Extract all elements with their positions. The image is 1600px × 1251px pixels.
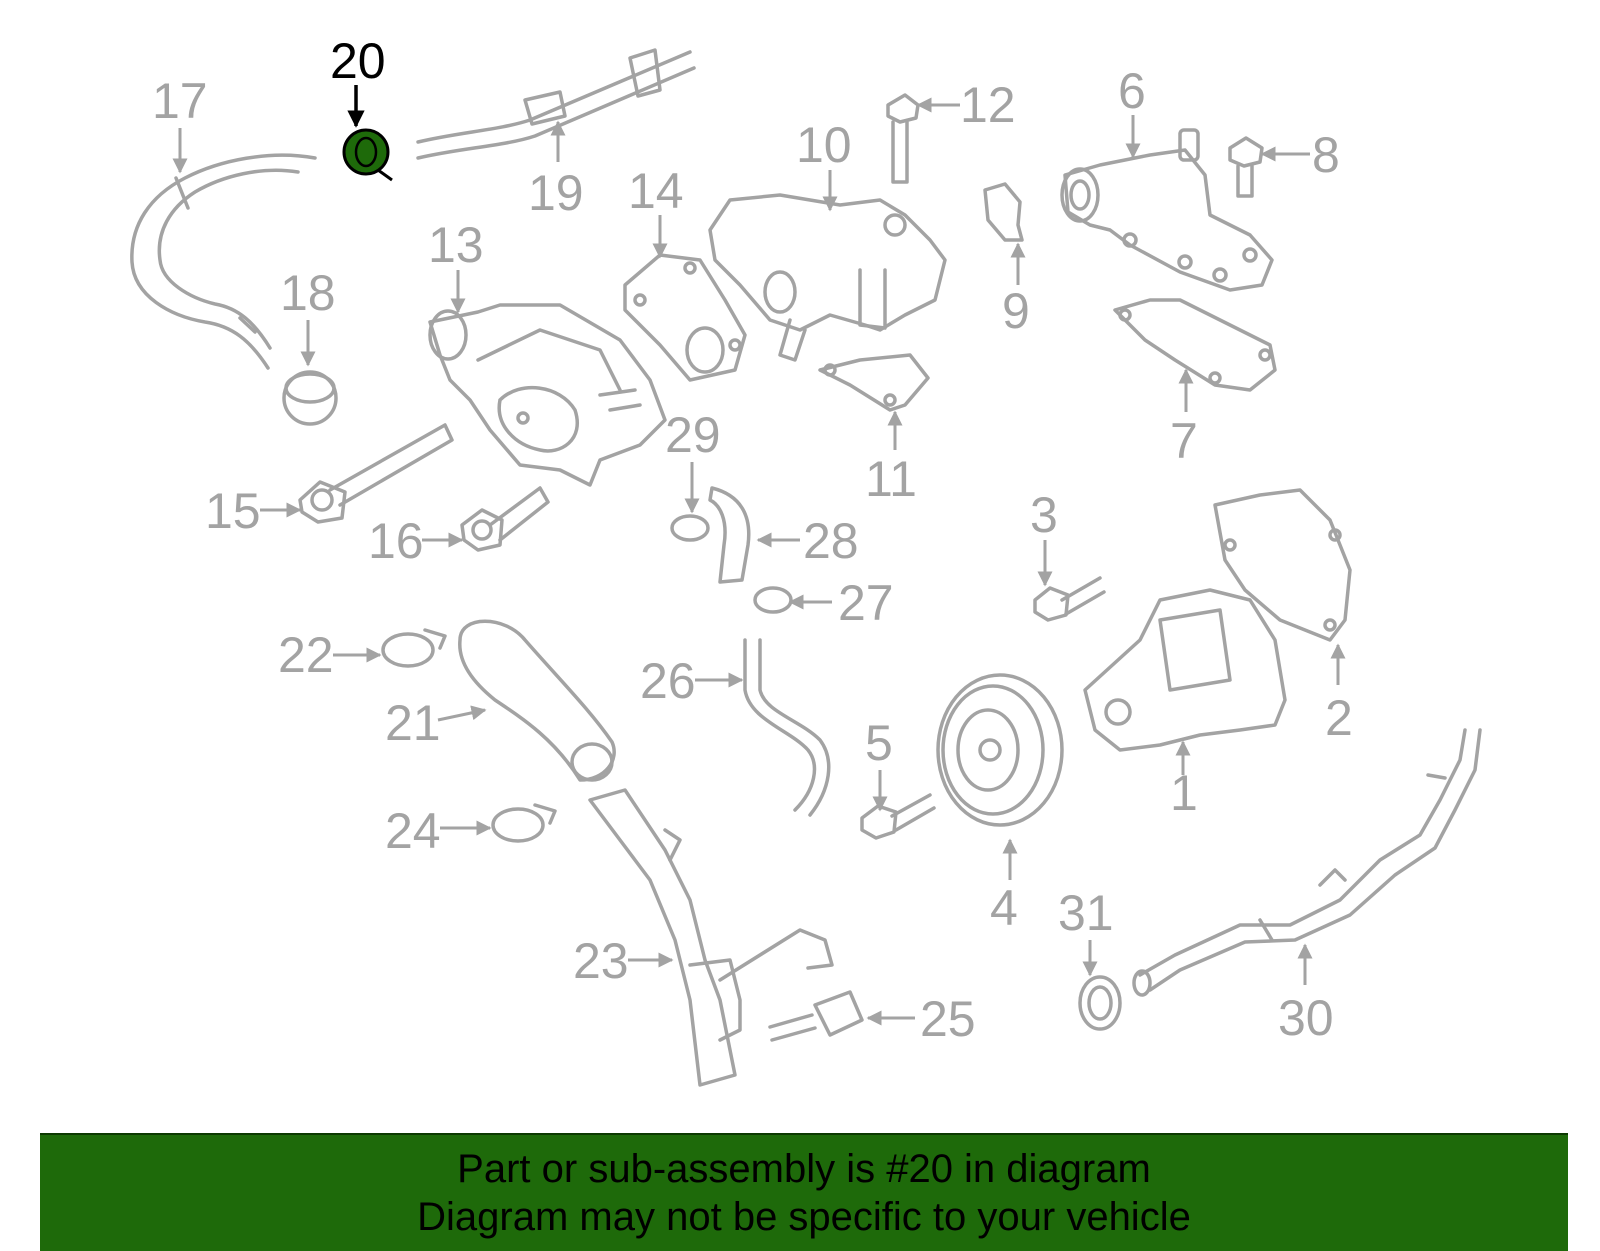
label-20: 20 (330, 33, 386, 89)
label-7: 7 (1170, 413, 1198, 469)
label-21: 21 (385, 695, 441, 751)
part-5-bolt[interactable] (860, 793, 936, 840)
part-26-hose[interactable] (743, 638, 831, 817)
label-24: 24 (385, 803, 441, 859)
part-4-pulley[interactable] (936, 673, 1064, 827)
part-9-seal[interactable] (983, 182, 1024, 242)
label-8: 8 (1312, 127, 1340, 183)
part-8-bolt[interactable] (1228, 136, 1264, 198)
part-22-clamp[interactable] (381, 628, 447, 668)
label-22: 22 (278, 627, 334, 683)
part-25-sensor[interactable] (768, 990, 864, 1042)
label-25: 25 (920, 991, 976, 1047)
part-11-gasket[interactable] (818, 353, 930, 412)
label-23: 23 (573, 933, 629, 989)
label-14: 14 (628, 163, 684, 219)
part-27-clamp[interactable] (753, 586, 793, 614)
info-banner: Part or sub-assembly is #20 in diagram D… (40, 1133, 1568, 1251)
label-12: 12 (960, 77, 1016, 133)
part-6-outlet[interactable] (1060, 128, 1274, 292)
part-23-pipe[interactable] (588, 788, 834, 1087)
label-19: 19 (528, 165, 584, 221)
part-17-hose[interactable] (130, 153, 317, 370)
part-30-pipe[interactable] (1132, 728, 1482, 997)
label-4: 4 (990, 880, 1018, 936)
label-5: 5 (865, 715, 893, 771)
part-7-gasket[interactable] (1113, 298, 1277, 392)
part-1-water-pump[interactable] (1083, 588, 1287, 752)
part-12-bolt[interactable] (886, 93, 920, 184)
part-13-housing[interactable] (428, 303, 667, 487)
label-17: 17 (152, 73, 208, 129)
part-2-gasket[interactable] (1213, 488, 1352, 642)
label-15: 15 (205, 483, 261, 539)
label-11: 11 (865, 451, 917, 507)
label-30: 30 (1278, 990, 1334, 1046)
part-18-clamp[interactable] (282, 370, 338, 426)
label-16: 16 (368, 513, 424, 569)
label-28: 28 (803, 513, 859, 569)
label-1: 1 (1170, 765, 1198, 821)
label-2: 2 (1325, 690, 1353, 746)
label-9: 9 (1002, 283, 1030, 339)
part-14-gasket[interactable] (623, 253, 747, 382)
part-16-bolt[interactable] (460, 486, 550, 552)
label-29: 29 (665, 407, 721, 463)
label-3: 3 (1030, 487, 1058, 543)
label-18: 18 (280, 265, 336, 321)
part-3-bolt[interactable] (1033, 576, 1106, 622)
label-10: 10 (796, 117, 852, 173)
label-31: 31 (1058, 885, 1114, 941)
label-6: 6 (1118, 63, 1146, 119)
banner-line-1: Part or sub-assembly is #20 in diagram (457, 1147, 1151, 1191)
part-28-hose[interactable] (708, 486, 751, 584)
part-24-clamp[interactable] (491, 803, 557, 843)
part-15-bolt[interactable] (298, 423, 454, 524)
label-27: 27 (838, 575, 894, 631)
part-20-clamp[interactable] (342, 128, 393, 182)
part-21-hose[interactable] (458, 619, 616, 782)
leader-lines (172, 85, 1346, 1026)
part-19-pipe[interactable] (416, 48, 696, 160)
label-13: 13 (428, 217, 484, 273)
part-29-clamp[interactable] (670, 514, 710, 542)
banner-line-2: Diagram may not be specific to your vehi… (417, 1195, 1191, 1239)
part-31-oring[interactable] (1078, 975, 1122, 1031)
label-26: 26 (640, 653, 696, 709)
